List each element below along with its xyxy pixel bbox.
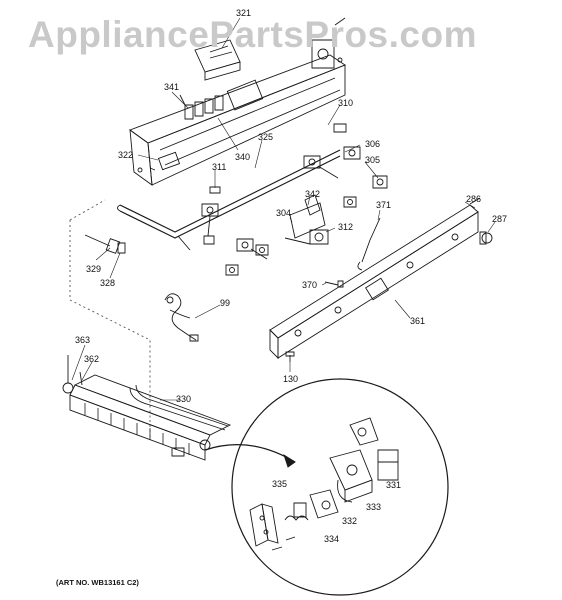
lower-control-panel xyxy=(270,198,480,358)
callout-332: 332 xyxy=(342,516,357,526)
callout-304: 304 xyxy=(276,208,291,218)
callout-286: 286 xyxy=(466,194,481,204)
callout-370: 370 xyxy=(302,280,317,290)
callout-pointers xyxy=(72,18,495,400)
burner-manifold-330 xyxy=(70,375,230,460)
callout-287: 287 xyxy=(492,214,507,224)
callout-305: 305 xyxy=(365,155,380,165)
relay-assembly-304 xyxy=(285,195,328,244)
art-number: (ART NO. WB13161 C2) xyxy=(56,578,139,587)
callout-340: 340 xyxy=(235,152,250,162)
watermark-text: AppliancePartsPros.com xyxy=(28,14,477,55)
wire-371 xyxy=(358,218,380,270)
callout-130: 130 xyxy=(283,374,298,384)
callout-330: 330 xyxy=(176,394,191,404)
callout-333: 333 xyxy=(366,502,381,512)
orifice-fittings-329-328 xyxy=(85,235,125,253)
dashed-reference-lines xyxy=(70,200,150,440)
callout-334: 334 xyxy=(324,534,339,544)
gas-manifold-tube-325 xyxy=(118,150,341,250)
detail-magnifier xyxy=(205,379,448,595)
callout-342: 342 xyxy=(305,189,320,199)
fittings-363-362 xyxy=(63,355,82,393)
bracket-end-fittings xyxy=(312,18,345,68)
callout-310: 310 xyxy=(338,98,353,108)
fastener-370 xyxy=(325,281,343,287)
callout-335: 335 xyxy=(272,479,287,489)
callout-328: 328 xyxy=(100,278,115,288)
callout-331: 331 xyxy=(386,480,401,490)
callout-361: 361 xyxy=(410,316,425,326)
wire-harness-99 xyxy=(165,294,198,341)
callout-322: 322 xyxy=(118,150,133,160)
detail-parts xyxy=(250,418,398,550)
callout-306: 306 xyxy=(365,139,380,149)
callout-325: 325 xyxy=(258,132,273,142)
callout-labels: 321 341 310 325 306 322 340 305 311 342 … xyxy=(75,8,507,544)
callout-341: 341 xyxy=(164,82,179,92)
knob-287 xyxy=(480,232,492,244)
upper-control-bracket xyxy=(130,55,345,185)
screw-130 xyxy=(286,352,294,362)
callout-329: 329 xyxy=(86,264,101,274)
callout-371: 371 xyxy=(376,200,391,210)
burner-valves xyxy=(202,124,387,275)
ignition-module-321 xyxy=(195,40,240,80)
callout-321: 321 xyxy=(236,8,251,18)
callout-311: 311 xyxy=(212,162,226,172)
callout-362: 362 xyxy=(84,354,99,364)
callout-363: 363 xyxy=(75,335,90,345)
terminal-block-322 xyxy=(150,152,180,170)
switch-block-341 xyxy=(180,95,223,119)
callout-99: 99 xyxy=(220,298,230,308)
callout-312: 312 xyxy=(338,222,353,232)
